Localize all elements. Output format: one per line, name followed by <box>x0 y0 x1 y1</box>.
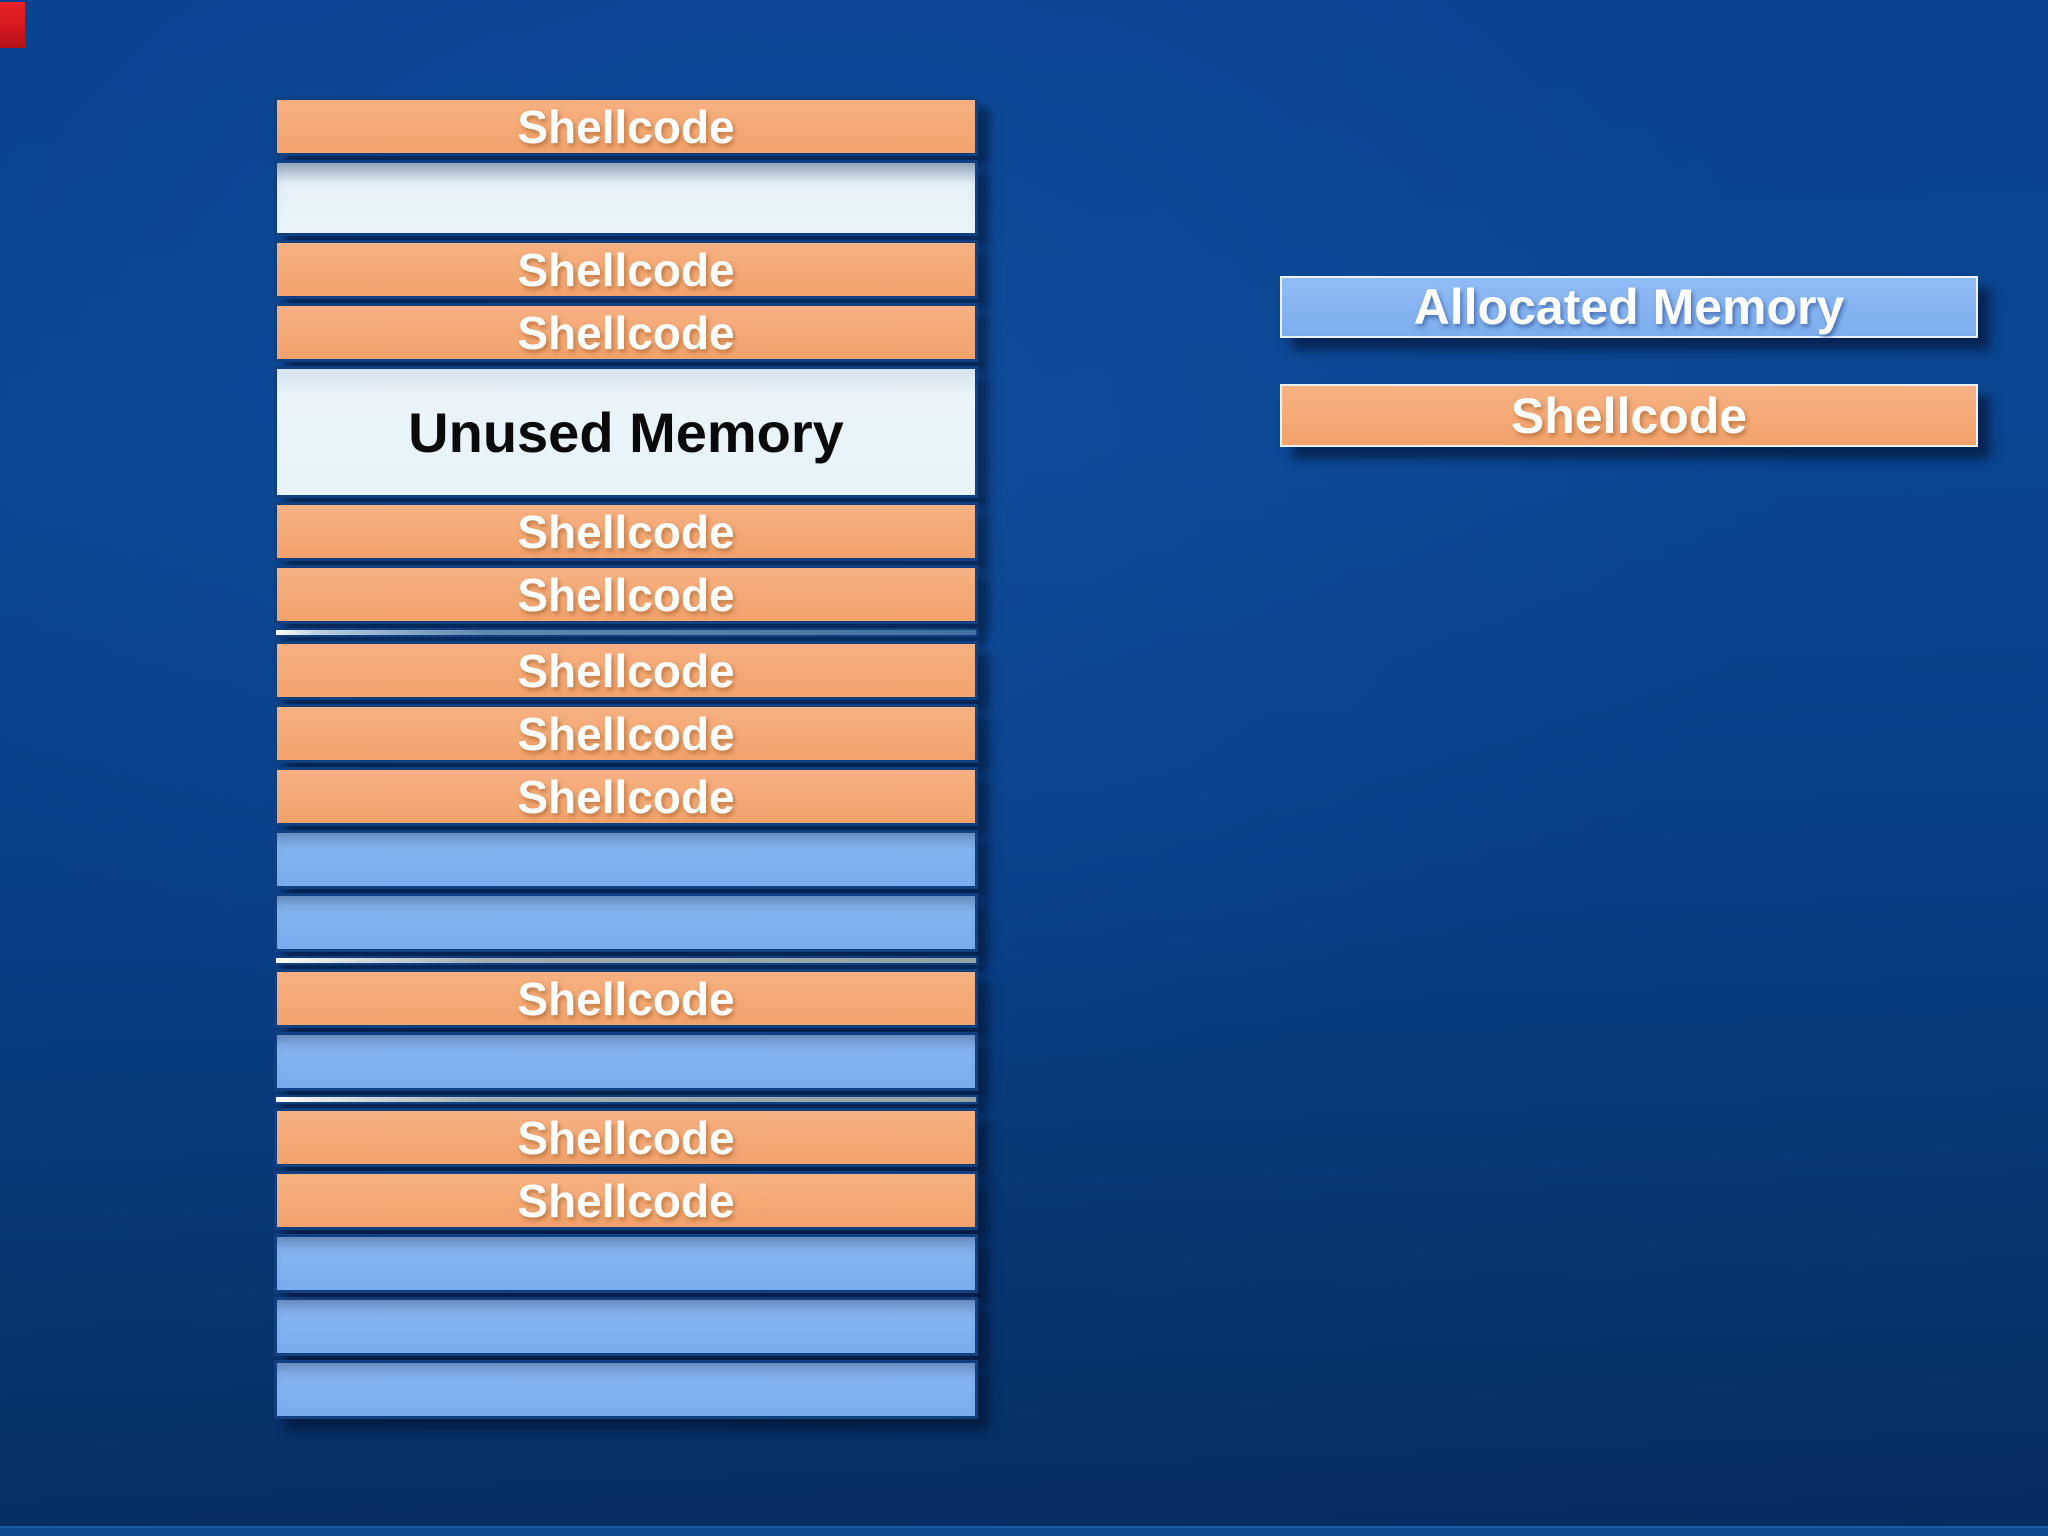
memory-block-label: Shellcode <box>517 100 735 153</box>
memory-block-label: Shellcode <box>517 707 735 760</box>
memory-block-shellcode: Shellcode <box>274 502 978 561</box>
legend-item-allocated: Allocated Memory <box>1280 276 1978 338</box>
memory-block-label: Shellcode <box>517 505 735 558</box>
memory-block-allocated <box>274 893 978 952</box>
memory-block-shellcode: Shellcode <box>274 565 978 624</box>
memory-block-sliver-gray <box>274 956 978 965</box>
legend-item-label: Shellcode <box>1510 387 1748 444</box>
memory-block-free <box>274 160 978 236</box>
memory-block-label: Unused Memory <box>408 400 844 464</box>
memory-block-label: Shellcode <box>517 770 735 823</box>
memory-block-shellcode: Shellcode <box>274 303 978 362</box>
memory-block-shellcode: Shellcode <box>274 1171 978 1230</box>
memory-block-shellcode: Shellcode <box>274 240 978 299</box>
memory-block-shellcode: Shellcode <box>274 641 978 700</box>
memory-block-sliver-gray <box>274 1095 978 1104</box>
memory-block-allocated <box>274 830 978 889</box>
memory-block-label: Shellcode <box>517 306 735 359</box>
memory-block-label: Shellcode <box>517 972 735 1025</box>
memory-block-unused: Unused Memory <box>274 366 978 498</box>
red-corner-marker <box>0 2 25 48</box>
memory-block-sliver-blue <box>274 628 978 637</box>
memory-block-shellcode: Shellcode <box>274 767 978 826</box>
memory-block-label: Shellcode <box>517 243 735 296</box>
bottom-edge-strip <box>0 1526 2048 1536</box>
memory-block-label: Shellcode <box>517 644 735 697</box>
memory-block-shellcode: Shellcode <box>274 97 978 156</box>
memory-block-shellcode: Shellcode <box>274 1108 978 1167</box>
memory-block-shellcode: Shellcode <box>274 969 978 1028</box>
legend-item-shellcode: Shellcode <box>1280 384 1978 447</box>
memory-block-allocated <box>274 1234 978 1293</box>
memory-block-label: Shellcode <box>517 1111 735 1164</box>
memory-block-label: Shellcode <box>517 568 735 621</box>
memory-block-allocated <box>274 1297 978 1356</box>
legend-item-label: Allocated Memory <box>1413 279 1845 335</box>
memory-block-shellcode: Shellcode <box>274 704 978 763</box>
memory-block-allocated <box>274 1032 978 1091</box>
memory-block-allocated <box>274 1360 978 1419</box>
memory-block-label: Shellcode <box>517 1174 735 1227</box>
